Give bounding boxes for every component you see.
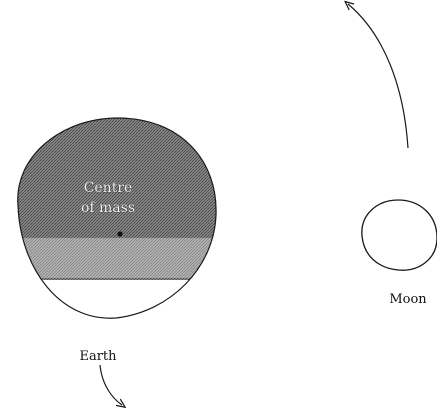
moon-label: Moon — [389, 292, 427, 307]
earth-label: Earth — [79, 349, 117, 364]
centre-of-mass-dot — [117, 231, 122, 236]
moon — [362, 200, 437, 270]
centre-of-mass-label-line1: Centre — [84, 180, 133, 196]
earth-motion-arrow — [100, 365, 122, 405]
centre-of-mass-label-line2: of mass — [81, 200, 135, 216]
moon-orbit-arrow — [348, 4, 408, 148]
